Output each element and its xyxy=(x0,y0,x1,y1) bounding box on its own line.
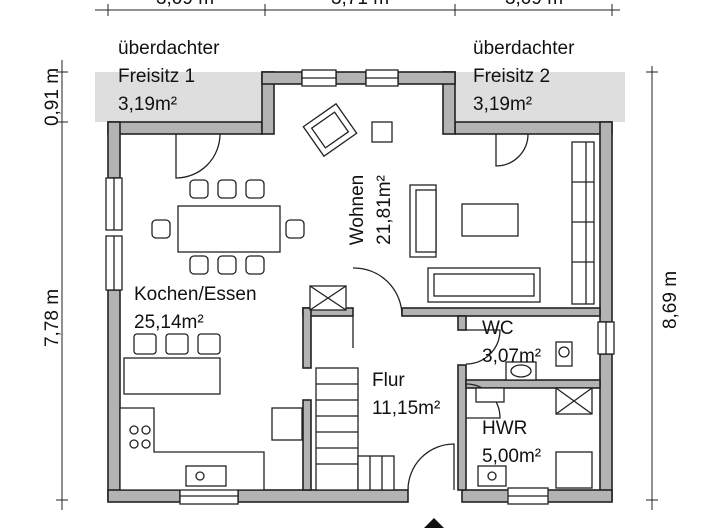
dimension-top-1: 3,09 m xyxy=(156,0,214,9)
room-living-area: 21,81m² xyxy=(374,175,395,245)
dimension-top-3: 3,09 m xyxy=(505,0,563,9)
dimension-top-2: 3,71 m xyxy=(331,0,389,9)
terrace-right-line2: Freisitz 2 xyxy=(473,66,550,87)
door-swings xyxy=(175,133,529,491)
terrace-left-area xyxy=(95,72,265,122)
room-living-name: Wohnen xyxy=(347,175,368,245)
terrace-left-line1: überdachter xyxy=(118,38,220,59)
room-utility-area: 5,00m² xyxy=(482,446,541,467)
room-hall-name: Flur xyxy=(372,370,405,391)
exterior-walls xyxy=(107,71,613,503)
terrace-left-label: überdachter Freisitz 1 3,19m² xyxy=(118,38,220,115)
windows xyxy=(105,69,615,505)
room-wc-label: WC 3,07m² xyxy=(482,318,541,367)
dimension-lines xyxy=(56,4,658,510)
terrace-right-line1: überdachter xyxy=(473,38,575,59)
dimension-left-main: 7,78 m xyxy=(42,289,63,347)
interior-walls xyxy=(302,307,601,491)
terrace-right-label: überdachter Freisitz 2 3,19m² xyxy=(473,38,575,115)
terrace-left-line2: Freisitz 1 xyxy=(118,66,195,87)
furniture xyxy=(119,102,595,528)
room-hall-area: 11,15m² xyxy=(372,398,440,419)
room-wc-name: WC xyxy=(482,318,514,339)
room-utility-label: HWR 5,00m² xyxy=(482,418,541,467)
room-wc-area: 3,07m² xyxy=(482,346,541,367)
dimension-right-total: 8,69 m xyxy=(660,271,681,329)
terrace-left-area-label: 3,19m² xyxy=(118,94,177,115)
room-living-label: Wohnen 21,81m² xyxy=(347,175,395,245)
room-kitchen-label: Kochen/Essen 25,14m² xyxy=(134,284,257,333)
room-hall-label: Flur 11,15m² xyxy=(372,370,440,419)
terrace-right-area xyxy=(445,72,625,122)
dimension-left-canopy: 0,91 m xyxy=(42,68,63,126)
room-utility-name: HWR xyxy=(482,418,527,439)
room-kitchen-name: Kochen/Essen xyxy=(134,284,257,305)
terrace-right-area-label: 3,19m² xyxy=(473,94,532,115)
room-kitchen-area: 25,14m² xyxy=(134,312,204,333)
